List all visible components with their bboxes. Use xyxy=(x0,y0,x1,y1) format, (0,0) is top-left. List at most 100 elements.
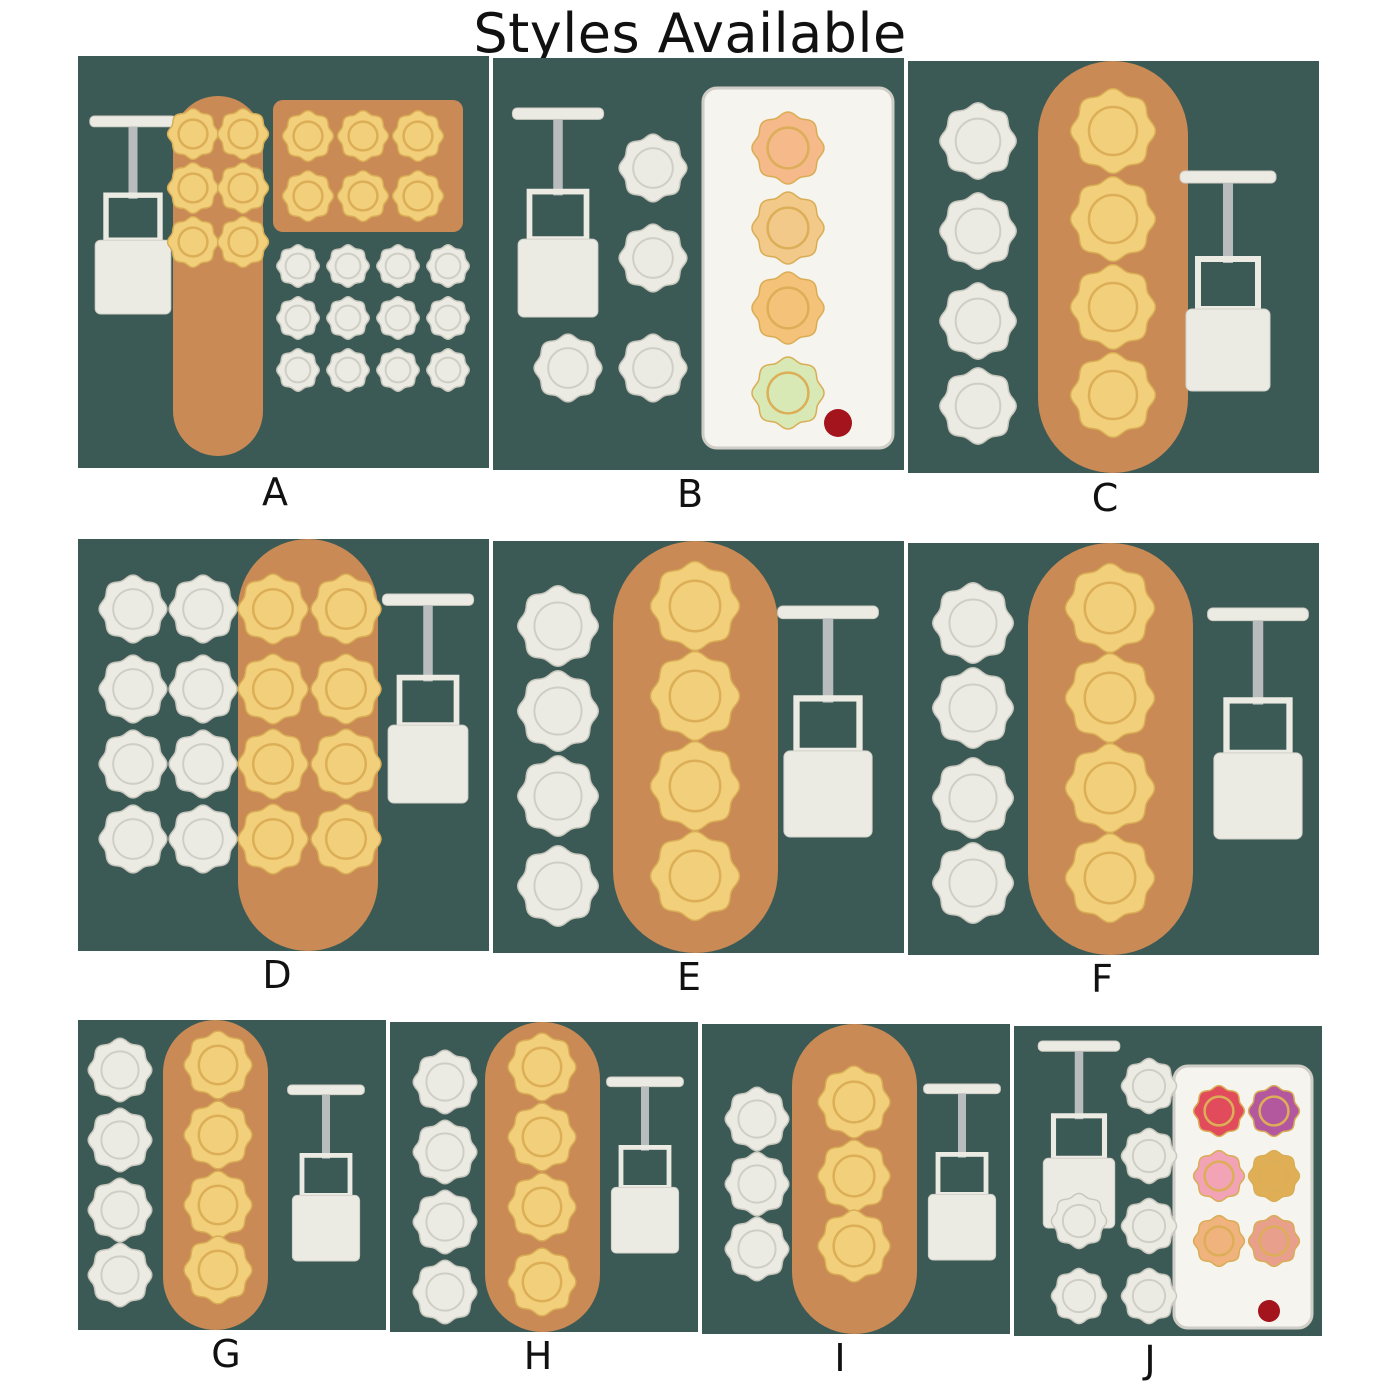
stamp-mold xyxy=(618,333,688,403)
mooncake-pattern xyxy=(832,1224,876,1268)
style-f-label: F xyxy=(1091,957,1113,1001)
stamp-mold xyxy=(376,348,420,392)
mooncake-pattern xyxy=(227,226,259,258)
stamp-pattern xyxy=(954,117,1002,165)
stamp-pattern xyxy=(632,347,674,389)
page-title: Styles Available xyxy=(473,2,907,65)
mooncake xyxy=(310,803,382,875)
stamp-pattern xyxy=(112,668,154,710)
stamp-pattern xyxy=(100,1050,140,1090)
mooncake-pattern xyxy=(251,587,295,631)
stamp-mold xyxy=(1120,1197,1178,1255)
stamp-mold xyxy=(168,654,238,724)
stamp-pattern xyxy=(737,1164,777,1204)
mooncake xyxy=(751,356,825,430)
mooncake-pattern xyxy=(324,742,368,786)
mooncake-pattern xyxy=(521,1116,563,1158)
stamp-mold xyxy=(168,729,238,799)
stamp-pattern xyxy=(334,304,362,332)
style-a-photo xyxy=(78,56,489,468)
mooncake xyxy=(507,1032,577,1102)
mooncake-pattern xyxy=(521,1186,563,1228)
mooncake xyxy=(649,560,741,652)
style-j-photo-art xyxy=(1014,1026,1322,1336)
mooncake xyxy=(166,107,220,161)
mooncake xyxy=(183,1100,253,1170)
plunger-handle xyxy=(923,1083,1001,1095)
white-tray xyxy=(701,86,895,450)
mooncake-pattern xyxy=(1258,1095,1290,1127)
mooncake xyxy=(649,740,741,832)
mold-barrel xyxy=(1185,308,1271,392)
mooncake-pattern xyxy=(1258,1225,1290,1257)
mooncake-pattern xyxy=(1087,193,1139,245)
stamp-mold xyxy=(931,841,1015,925)
mooncake-pattern xyxy=(1203,1160,1235,1192)
mooncake-pattern xyxy=(766,126,810,170)
stamp-pattern xyxy=(284,304,312,332)
stamp-pattern xyxy=(100,1255,140,1295)
stamp-pattern xyxy=(737,1229,777,1269)
mold-barrel xyxy=(94,239,172,315)
stamp-mold xyxy=(412,1259,478,1325)
mooncake xyxy=(237,803,309,875)
stamp-mold xyxy=(618,133,688,203)
mooncake xyxy=(336,109,390,163)
stamp-mold xyxy=(618,223,688,293)
mooncake-pattern xyxy=(197,1249,239,1291)
mold-barrel xyxy=(610,1186,680,1254)
stamp-mold xyxy=(426,296,470,340)
style-e-photo-art xyxy=(493,541,904,953)
mooncake xyxy=(751,271,825,345)
mooncake-pattern xyxy=(177,172,209,204)
mooncake-pattern xyxy=(1083,851,1137,905)
mooncake xyxy=(817,1065,891,1139)
stamp-mold xyxy=(326,348,370,392)
mooncake xyxy=(817,1139,891,1213)
mooncake xyxy=(1247,1149,1301,1203)
mooncake-pattern xyxy=(251,667,295,711)
stamp-mold xyxy=(939,102,1017,180)
stamp-mold xyxy=(326,244,370,288)
mooncake xyxy=(183,1170,253,1240)
mooncake-pattern xyxy=(177,226,209,258)
plunger-handle xyxy=(287,1084,365,1096)
mooncake-pattern xyxy=(227,118,259,150)
style-e-label: E xyxy=(676,955,701,999)
mooncake-pattern xyxy=(402,180,434,212)
plunger-handle xyxy=(89,115,177,128)
mooncake xyxy=(1064,562,1156,654)
style-b-photo-art xyxy=(493,58,904,470)
stamp-mold xyxy=(98,574,168,644)
stamp-mold xyxy=(87,1242,153,1308)
mooncake xyxy=(1064,832,1156,924)
style-h-label: H xyxy=(523,1334,553,1378)
stamp-mold xyxy=(412,1189,478,1255)
mooncake xyxy=(281,109,335,163)
stamp-pattern xyxy=(954,382,1002,430)
style-e-photo xyxy=(493,541,904,953)
mooncake-pattern xyxy=(832,1154,876,1198)
stamp-mold xyxy=(931,666,1015,750)
mooncake xyxy=(1069,263,1157,351)
stamp-mold xyxy=(939,282,1017,360)
plunger-spring xyxy=(322,1094,330,1159)
mooncake-pattern xyxy=(668,579,722,633)
stamp-mold xyxy=(276,296,320,340)
mooncake-pattern xyxy=(347,120,379,152)
stamp-mold xyxy=(426,244,470,288)
mooncake-pattern xyxy=(521,1046,563,1088)
mold-barrel xyxy=(783,750,873,838)
stamp-mold xyxy=(412,1049,478,1115)
stamp-pattern xyxy=(112,818,154,860)
mooncake-pattern xyxy=(227,172,259,204)
plunger-spring xyxy=(128,126,138,199)
mooncake-pattern xyxy=(1083,581,1137,635)
mooncake-pattern xyxy=(1083,761,1137,815)
stamp-mold xyxy=(724,1086,790,1152)
style-b-label: B xyxy=(676,472,704,516)
mooncake-pattern xyxy=(1087,281,1139,333)
mooncake xyxy=(166,161,220,215)
style-a-label: A xyxy=(262,470,288,514)
stamp-pattern xyxy=(632,147,674,189)
